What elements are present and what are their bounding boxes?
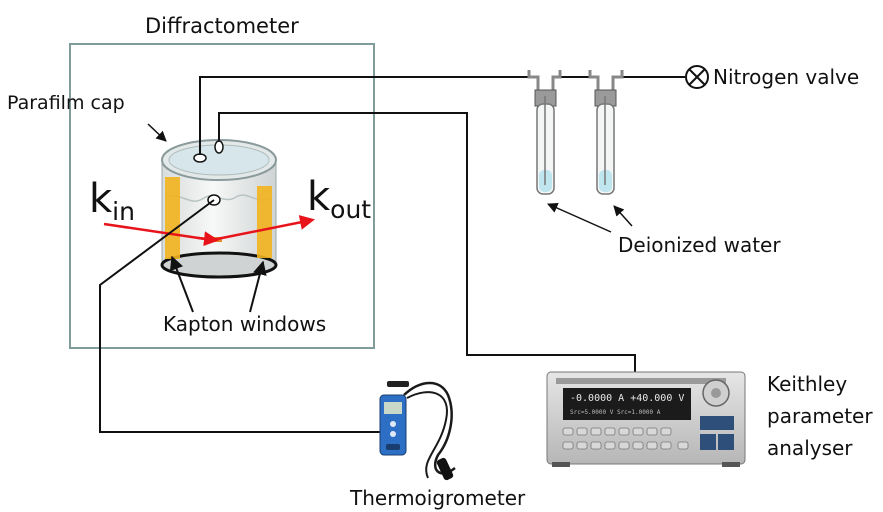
parafilm-cap-arrow <box>148 124 166 141</box>
keithley-label-line2: parameter <box>767 404 873 428</box>
keithley-instrument: -0.0000 A +40.000 V Src=5.0000 V Src=1.0… <box>547 372 745 467</box>
gas-outlet-port <box>215 141 223 153</box>
k-in-label: kin <box>89 176 135 226</box>
kapton-windows-label: Kapton windows <box>163 312 326 336</box>
deionized-water-label: Deionized water <box>618 233 781 257</box>
thermoigrometer-device <box>380 381 455 481</box>
kapton-window-left <box>165 177 180 259</box>
deionized-pointer-1 <box>548 204 611 232</box>
water-bubbler-1 <box>529 70 560 194</box>
parafilm-cap-label: Parafilm cap <box>7 92 125 114</box>
valve-cross-icon <box>686 66 708 88</box>
k-out-label: kout <box>307 174 371 224</box>
water-bubbler-2 <box>590 70 622 194</box>
keithley-label-line1: Keithley <box>767 372 847 396</box>
gas-inlet-port <box>194 154 206 162</box>
thermoigrometer-label: Thermoigrometer <box>349 486 526 510</box>
sample-cell <box>162 140 276 277</box>
nitrogen-valve-label: Nitrogen valve <box>713 65 859 89</box>
kapton-window-right <box>257 186 272 258</box>
diffractometer-label: Diffractometer <box>145 14 299 38</box>
keithley-display-line2: Src=5.0000 V Src=1.0000 A <box>570 409 661 416</box>
keithley-display-line1: -0.0000 A +40.000 V <box>570 393 684 404</box>
keithley-label-line3: analyser <box>767 436 853 460</box>
deionized-pointer-2 <box>614 206 632 226</box>
